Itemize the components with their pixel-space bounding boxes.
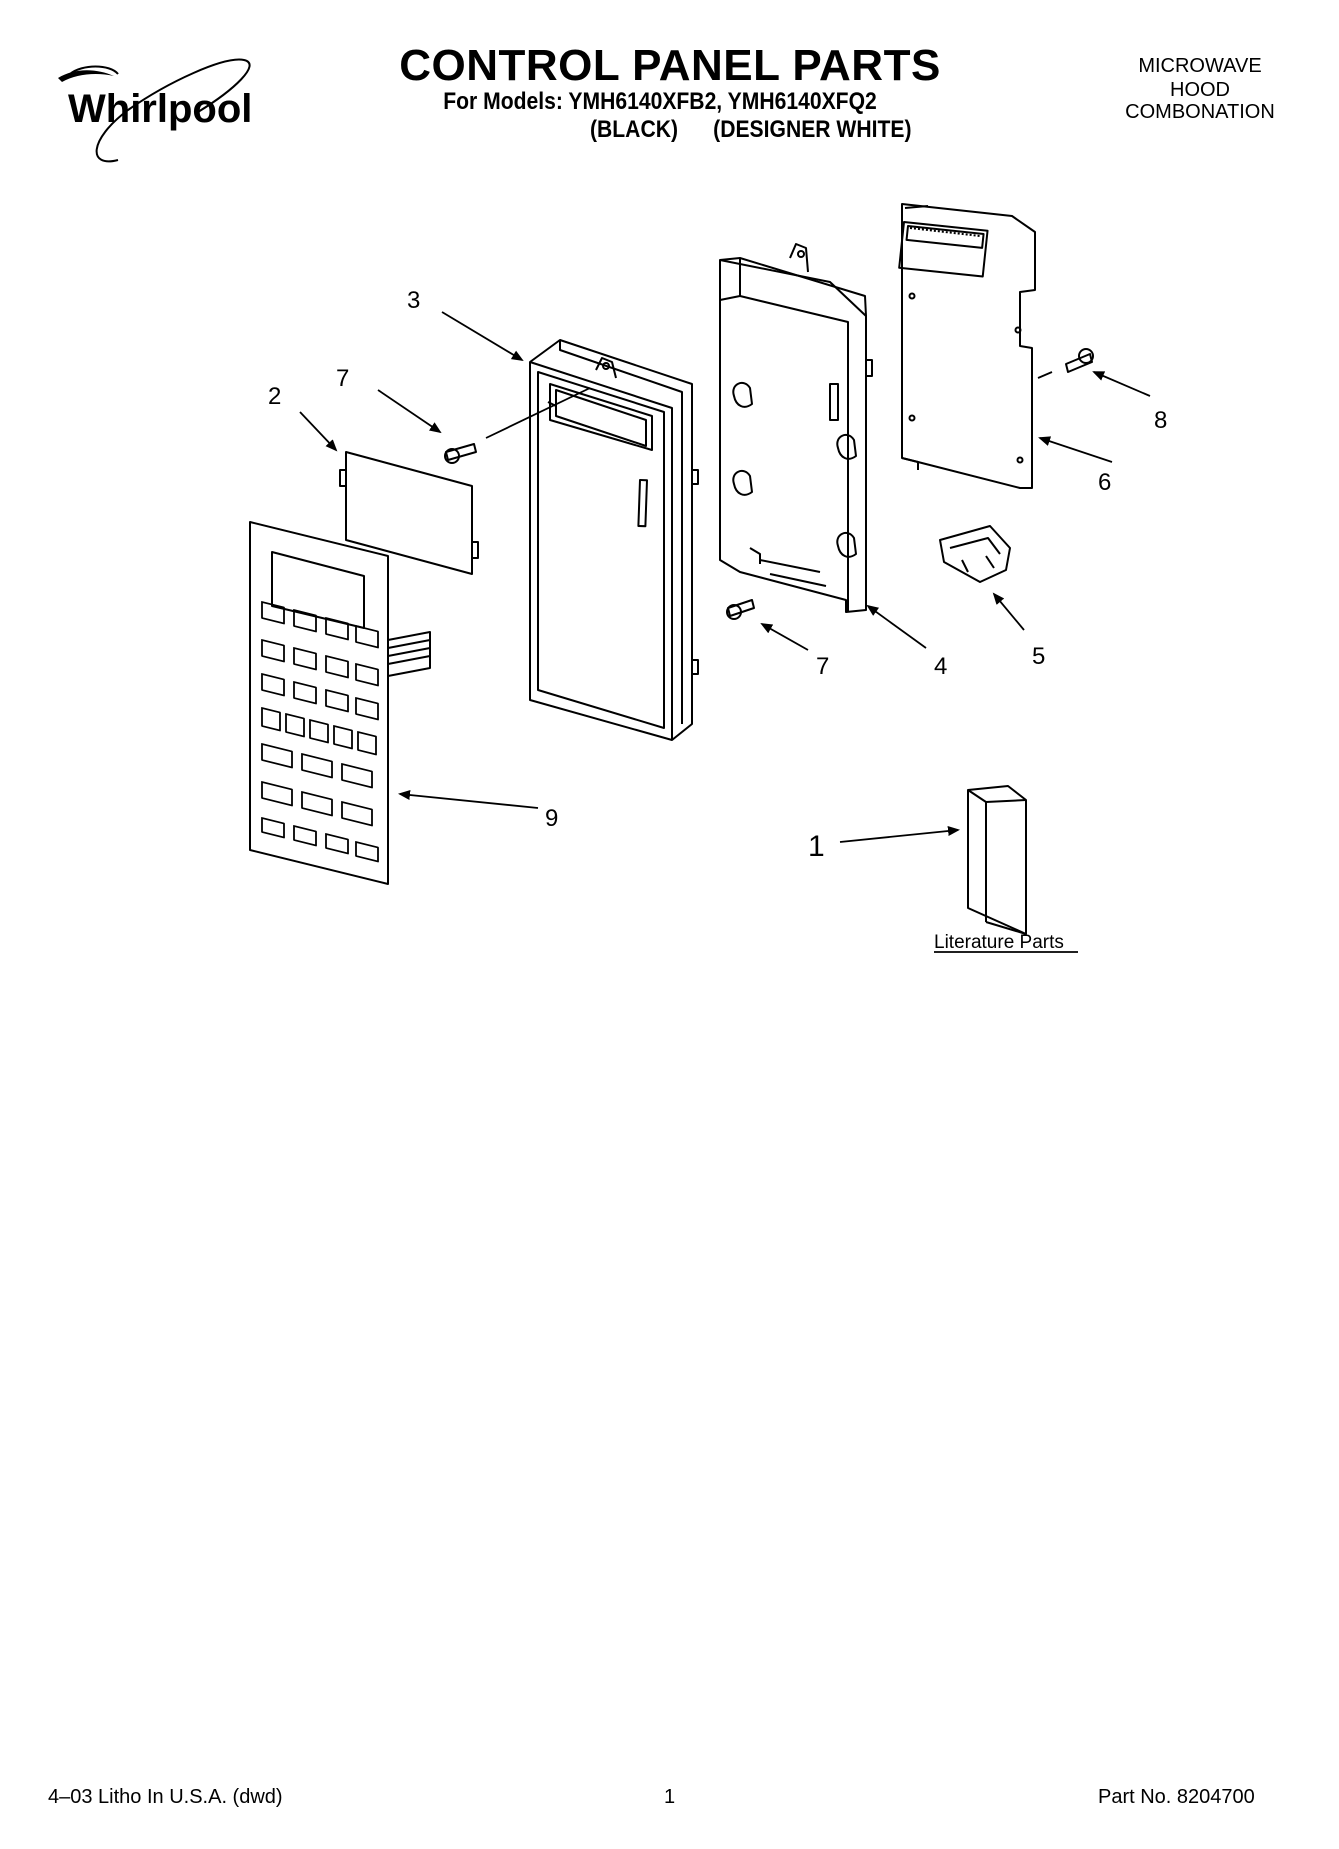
brand-wordmark: Whirlpool	[68, 87, 252, 131]
part-2-window	[339, 451, 479, 575]
callout-6: 6	[1098, 469, 1111, 496]
callout-1: 1	[808, 830, 825, 863]
category-line-3: COMBONATION	[1125, 101, 1275, 123]
page-title: CONTROL PANEL PARTS	[399, 41, 941, 90]
whirlpool-logo: Whirlpool	[58, 58, 252, 163]
callout-7-lower: 7	[816, 653, 829, 680]
callout-4: 4	[934, 653, 947, 680]
keypad-keys	[261, 601, 379, 863]
callout-5: 5	[1032, 643, 1045, 670]
callout-2: 2	[268, 383, 281, 410]
screw-7-lower	[726, 599, 755, 620]
part-4-bracket	[719, 243, 873, 613]
callout-7-upper: 7	[336, 365, 349, 392]
footer-print-info: 4–03 Litho In U.S.A. (dwd)	[48, 1786, 283, 1808]
part-9-keypad	[249, 521, 431, 885]
category-line-2: HOOD	[1170, 79, 1230, 101]
footer-page-number: 1	[664, 1786, 676, 1808]
variants-line: (BLACK) (DESIGNER WHITE)	[590, 116, 912, 143]
part-6-control-board	[898, 203, 1036, 489]
part-5-clip	[939, 525, 1011, 583]
part-3-panel-frame	[529, 339, 699, 741]
callout-9: 9	[545, 805, 558, 832]
footer-part-number: Part No. 8204700	[1098, 1786, 1255, 1808]
callout-3: 3	[407, 287, 420, 314]
screw-8	[1065, 348, 1094, 373]
models-line: For Models: YMH6140XFB2, YMH6140XFQ2	[443, 88, 877, 115]
category-line-1: MICROWAVE	[1138, 55, 1262, 77]
literature-parts-label: Literature Parts	[934, 932, 1064, 953]
part-1-literature	[967, 785, 1027, 935]
callout-8: 8	[1154, 407, 1167, 434]
screw-7-upper	[444, 443, 477, 464]
